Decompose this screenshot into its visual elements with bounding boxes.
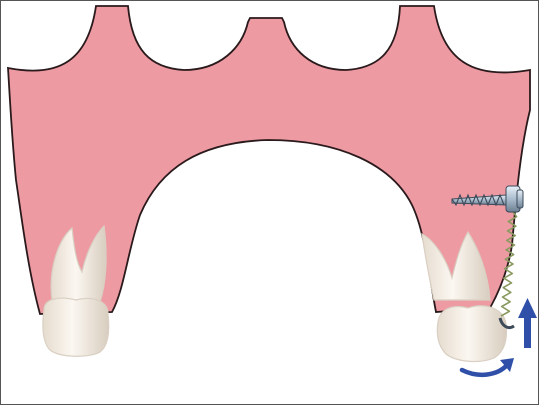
left-molar-crown [43, 298, 109, 356]
screw-head-cap [517, 190, 523, 208]
right-molar-crown [437, 306, 506, 362]
